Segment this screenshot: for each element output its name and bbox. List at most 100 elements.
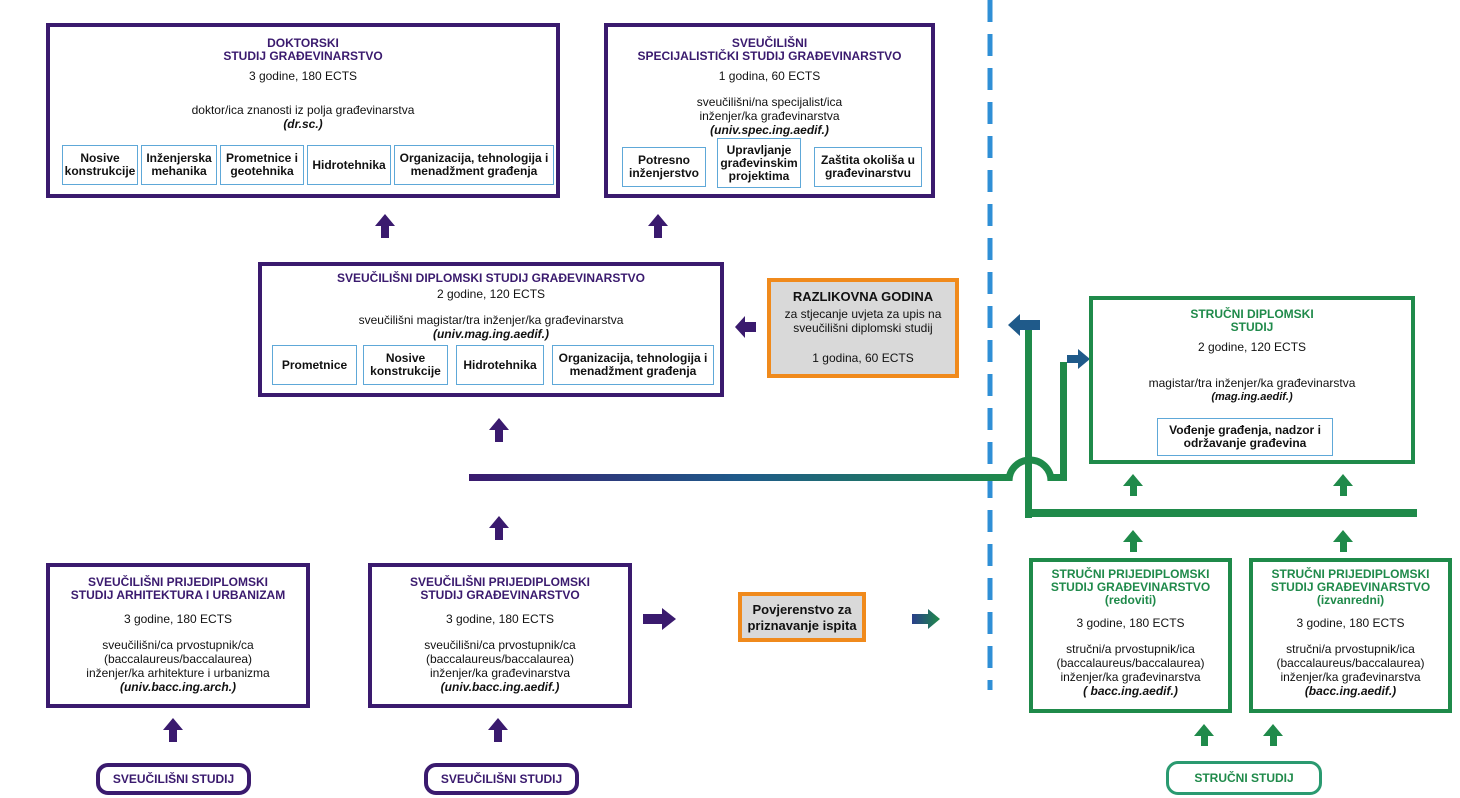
izv-line-2: (baccalaureus/baccalaurea) [1276,656,1425,670]
doktorski-title-2: STUDIJ GRAĐEVINARSTVO [223,49,383,63]
spec-degree-2: inženjer/ka građevinarstva [699,109,840,123]
strucni-dipl-module: Vođenje građenja, nadzor i održavanje gr… [1157,418,1333,456]
arrow-up-g2 [1333,474,1353,496]
arh-title-2: STUDIJ ARHITEKTURA I URBANIZAM [70,588,286,602]
razlikovna-separator: ______________________ [800,339,927,349]
arrow-up-1 [375,214,395,238]
arrow-up-g3 [1123,530,1143,552]
arrow-right-1 [643,608,676,630]
razlikovna-text-1: za stjecanje uvjeta za upis na [784,307,942,321]
red-separator: __________________________ [1056,630,1206,640]
spec-title-1: SVEUČILIŠNI [731,36,808,50]
specijalisticki-box: SVEUČILIŠNI SPECIJALISTIČKI STUDIJ GRAĐE… [604,23,935,198]
arh-title-1: SVEUČILIŠNI PRIJEDIPLOMSKI [87,575,269,589]
spec-module: Upravljanje građevinskim projektima [717,138,801,188]
izv-line-3: inženjer/ka građevinarstva [1280,670,1421,684]
red-line-2: (baccalaureus/baccalaurea) [1056,656,1205,670]
gr-title-1: SVEUČILIŠNI PRIJEDIPLOMSKI [409,575,591,589]
diplomski-abbr: (univ.mag.ing.aedif.) [432,327,549,341]
povjerenstvo-line-1: Povjerenstvo za [752,602,852,617]
doktorski-module: Inženjerska mehanika [141,145,217,185]
arrow-up-g1 [1123,474,1143,496]
diplomski-separator: ________________________________________… [286,301,697,311]
spec-separator: ________________________________________… [621,83,918,93]
spec-abbr: (univ.spec.ing.aedif.) [710,123,829,137]
doktorski-degree: doktor/ica znanosti iz polja građevinars… [191,103,415,117]
arrow-up-2 [648,214,668,238]
razlikovna-text-2: sveučilišni diplomski studij [793,321,933,335]
doktorski-abbr: (dr.sc.) [283,117,323,131]
izv-duration: 3 godine, 180 ECTS [1296,616,1405,630]
red-title-2: STUDIJ GRAĐEVINARSTVO [1050,580,1211,594]
gr-line-1: sveučilišni/ca prvostupnik/ca [424,638,576,652]
diplomski-module: Hidrotehnika [456,345,544,385]
strucni-diplomski-box: STRUČNI DIPLOMSKI STUDIJ 2 godine, 120 E… [1089,296,1415,464]
arrow-right-green [1067,349,1090,369]
arh-duration: 3 godine, 180 ECTS [123,612,233,626]
povjerenstvo-box: Povjerenstvo za priznavanje ispita [738,592,866,642]
red-title-1: STRUČNI PRIJEDIPLOMSKI [1051,567,1210,581]
arrow-up-g4 [1333,530,1353,552]
razlikovna-duration: 1 godina, 60 ECTS [812,351,914,365]
doktorski-duration: 3 godine, 180 ECTS [248,69,358,83]
gr-line-2: (baccalaureus/baccalaurea) [425,652,575,666]
povjerenstvo-line-2: priznavanje ispita [747,618,857,633]
arrow-left-diplomski [735,316,756,338]
strucni-izvanredni-box: STRUČNI PRIJEDIPLOMSKI STUDIJ GRAĐEVINAR… [1249,558,1452,713]
arrow-up-6 [488,718,508,742]
doktorski-module: Hidrotehnika [307,145,391,185]
gr-title-2: STUDIJ GRAĐEVINARSTVO [420,588,580,602]
diplomski-degree: sveučilišni magistar/tra inženjer/ka gra… [358,313,624,327]
arrow-up-g5 [1194,724,1214,746]
spec-module: Zaštita okoliša u građevinarstvu [814,147,922,187]
diplomski-duration: 2 godine, 120 ECTS [436,287,546,301]
razlikovna-title: RAZLIKOVNA GODINA [792,289,934,304]
doktorski-separator: ________________________________________… [76,83,531,93]
diplomski-module: Nosive konstrukcije [363,345,448,385]
red-title-3: (redoviti) [1104,593,1157,607]
arh-line-1: sveučilišni/ca prvostupnik/ca [102,638,254,652]
gr-duration: 3 godine, 180 ECTS [445,612,555,626]
doktorski-box: DOKTORSKI STUDIJ GRAĐEVINARSTVO 3 godine… [46,23,560,198]
strucni-dipl-title-2: STUDIJ [1230,320,1274,334]
red-duration: 3 godine, 180 ECTS [1076,616,1185,630]
izv-separator: __________________________ [1276,630,1426,640]
arh-line-3: inženjer/ka arhitekture i urbanizma [86,666,270,680]
horizontal-bar [469,474,1009,481]
strucni-dipl-duration: 2 godine, 120 ECTS [1197,340,1307,354]
izv-title-3: (izvanredni) [1316,593,1385,607]
prijediplomski-arh-box: SVEUČILIŠNI PRIJEDIPLOMSKI STUDIJ ARHITE… [46,563,310,708]
gr-abbr: (univ.bacc.ing.aedif.) [440,680,560,694]
arh-line-2: (baccalaureus/baccalaurea) [103,652,253,666]
arrow-up-g6 [1263,724,1283,746]
arh-separator: ____________________________________ [75,626,281,636]
diplomski-box: SVEUČILIŠNI DIPLOMSKI STUDIJ GRAĐEVINARS… [258,262,724,397]
sveucilisni-studij-pill: SVEUČILIŠNI STUDIJ [424,763,579,795]
doktorski-title-1: DOKTORSKI [267,36,339,50]
razlikovna-box: RAZLIKOVNA GODINA za stjecanje uvjeta za… [767,278,959,378]
red-line-3: inženjer/ka građevinarstva [1060,670,1201,684]
prijediplomski-gr-box: SVEUČILIŠNI PRIJEDIPLOMSKI STUDIJ GRAĐEV… [368,563,632,708]
diplomski-title: SVEUČILIŠNI DIPLOMSKI STUDIJ GRAĐEVINARS… [336,271,646,285]
arrow-up-3 [489,418,509,442]
spec-degree-1: sveučilišni/na specijalist/ica [696,95,843,109]
diplomski-module: Organizacija, tehnologija i menadžment g… [552,345,714,385]
diplomski-module: Prometnice [272,345,357,385]
green-bus-bar [1025,509,1417,517]
arrow-up-4 [489,516,509,540]
spec-duration: 1 godina, 60 ECTS [718,69,821,83]
strucni-studij-pill: STRUČNI STUDIJ [1166,761,1322,795]
strucni-dipl-title-1: STRUČNI DIPLOMSKI [1190,307,1314,321]
izv-title-2: STUDIJ GRAĐEVINARSTVO [1270,580,1431,594]
arh-abbr: (univ.bacc.ing.arch.) [119,680,237,694]
doktorski-module: Nosive konstrukcije [62,145,138,185]
red-abbr: ( bacc.ing.aedif.) [1083,684,1178,698]
doktorski-module: Prometnice i geotehnika [220,145,304,185]
doktorski-module: Organizacija, tehnologija i menadžment g… [394,145,554,185]
izv-line-1: stručni/a prvostupnik/ica [1286,642,1415,656]
spec-module: Potresno inženjerstvo [622,147,706,187]
strucni-dipl-abbr: (mag.ing.aedif.) [1211,391,1293,403]
arrow-up-5 [163,718,183,742]
arrow-left-blue [1008,314,1040,336]
